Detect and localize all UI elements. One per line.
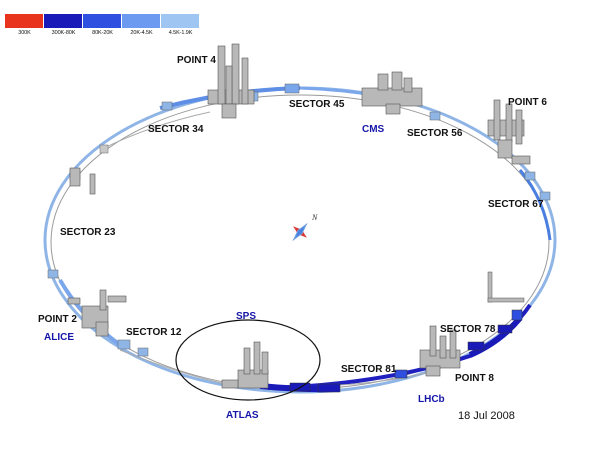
label-sector-12: SECTOR 12 (126, 327, 182, 338)
ring-component (539, 191, 551, 201)
ring-component (117, 339, 131, 350)
legend-swatch (83, 14, 121, 28)
ring-component (284, 83, 300, 94)
legend-swatch (122, 14, 160, 28)
label-alice: ALICE (44, 332, 74, 343)
ring-component (317, 383, 341, 393)
legend-item: 80K-20K (83, 14, 122, 36)
date-stamp: 18 Jul 2008 (458, 410, 515, 422)
label-point-6: POINT 6 (508, 97, 547, 108)
ring-post (487, 271, 493, 303)
sector23-shaft (69, 167, 96, 195)
label-sector-81: SECTOR 81 (341, 364, 397, 375)
legend-label: 20K-4.5K (130, 30, 153, 36)
ring-component (161, 101, 173, 111)
label-sector-23: SECTOR 23 (60, 227, 116, 238)
legend-item: 300K-80K (44, 14, 83, 36)
ring-component (429, 111, 441, 121)
point2-building (67, 289, 127, 337)
ring-service-line (99, 111, 211, 151)
legend-item: 300K (5, 14, 44, 36)
ring-post (487, 297, 525, 303)
legend-swatch (5, 14, 43, 28)
label-point-4: POINT 4 (177, 55, 216, 66)
label-cms: CMS (362, 124, 385, 135)
label-sector-34: SECTOR 34 (148, 124, 204, 135)
point6-building (487, 99, 531, 165)
ring-component (99, 144, 109, 154)
ring-component (137, 347, 149, 357)
label-sps: SPS (236, 311, 257, 322)
cms-building (361, 71, 423, 115)
sps-ring (175, 319, 321, 401)
ring-component (394, 369, 408, 379)
ring-warm-segment (518, 169, 552, 241)
label-sector-78: SECTOR 78 (440, 324, 496, 335)
legend-swatch (44, 14, 82, 28)
compass-north-letter: N (311, 213, 318, 222)
ring-component (524, 171, 536, 181)
label-sector-56: SECTOR 56 (407, 128, 463, 139)
ring-component (467, 341, 485, 351)
point4-building (207, 43, 255, 119)
label-sector-45: SECTOR 45 (289, 99, 345, 110)
legend-item: 20K-4.5K (122, 14, 161, 36)
ring-component (47, 269, 59, 279)
legend-label: 300K (18, 30, 31, 36)
ring-cold-segment (468, 316, 523, 358)
ring-component (511, 309, 523, 321)
label-atlas: ATLAS (226, 410, 259, 421)
atlas-building (221, 341, 269, 389)
temperature-legend: 300K 300K-80K 80K-20K 20K-4.5K 4.5K-1.9K (5, 14, 200, 36)
legend-label: 300K-80K (51, 30, 76, 36)
legend-swatch (161, 14, 199, 28)
label-point-2: POINT 2 (38, 314, 77, 325)
legend-item: 4.5K-1.9K (161, 14, 200, 36)
legend-label: 4.5K-1.9K (168, 30, 193, 36)
point8-building (419, 325, 461, 377)
ring-service-line (339, 371, 431, 386)
compass-rose (292, 222, 308, 242)
label-lhcb: LHCb (418, 394, 445, 405)
label-point-8: POINT 8 (455, 373, 494, 384)
legend-label: 80K-20K (92, 30, 113, 36)
label-sector-67: SECTOR 67 (488, 199, 544, 210)
ring-component (497, 324, 513, 334)
